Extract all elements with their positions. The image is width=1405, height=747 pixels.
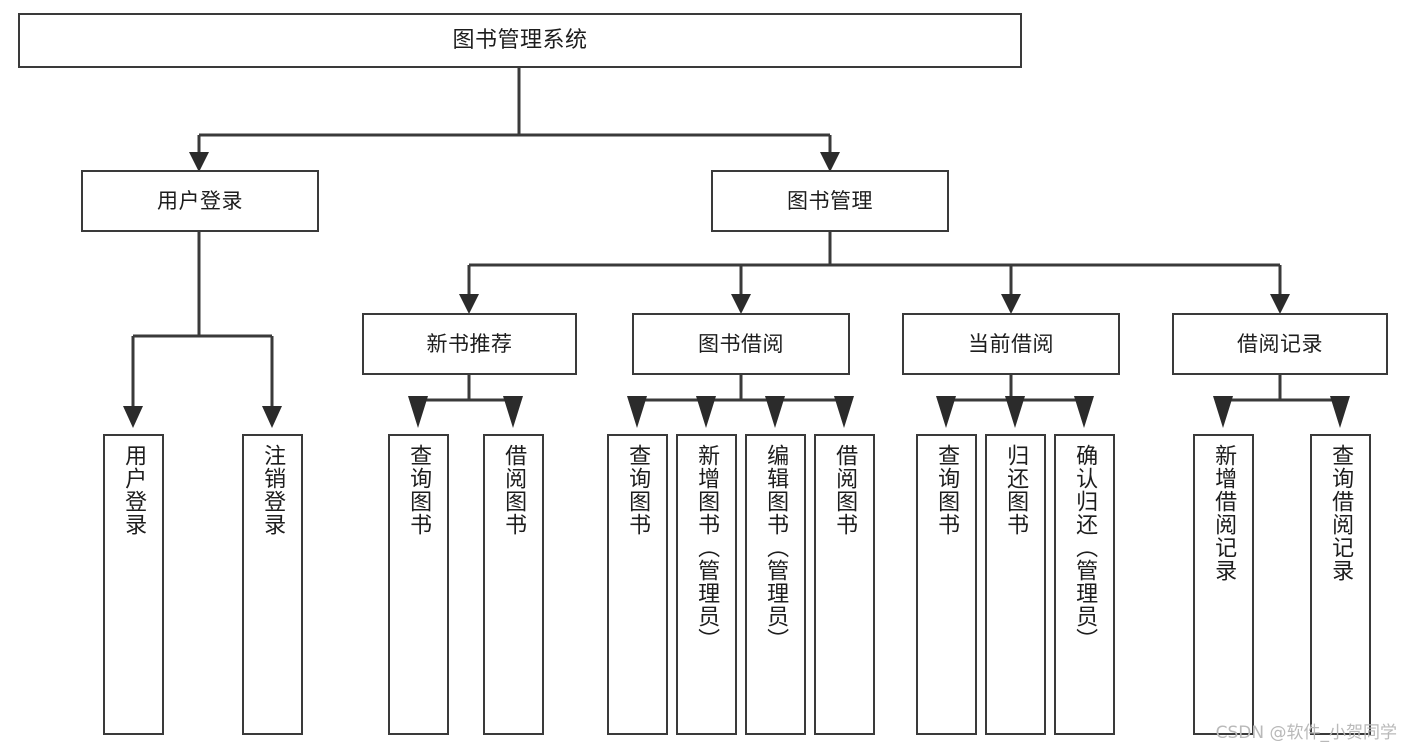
arrow-to-current <box>1001 294 1021 314</box>
arrow-borrow-leaf1 <box>627 396 647 428</box>
node-label: 图书借阅 <box>698 331 784 356</box>
arrow-user-login-leaf2 <box>262 406 282 428</box>
arrow-current-leaf3 <box>1074 396 1094 428</box>
arrow-borrow-leaf3 <box>765 396 785 428</box>
arrow-to-record <box>1270 294 1290 314</box>
node-book-management[interactable]: 图书管理 <box>711 170 949 232</box>
leaf-new-book-borrow[interactable]: 借阅图书 <box>483 434 544 735</box>
arrow-record-leaf1 <box>1213 396 1233 428</box>
leaf-new-book-query[interactable]: 查询图书 <box>388 434 449 735</box>
arrow-to-book-mgmt <box>820 152 840 172</box>
arrow-borrow-leaf2 <box>696 396 716 428</box>
leaf-borrow-add-book-admin[interactable]: 新增图书（管理员） <box>676 434 737 735</box>
node-new-book-recommend[interactable]: 新书推荐 <box>362 313 577 375</box>
node-label: 查询借阅记录 <box>1328 444 1354 582</box>
node-borrow-record[interactable]: 借阅记录 <box>1172 313 1388 375</box>
node-current-borrow[interactable]: 当前借阅 <box>902 313 1120 375</box>
arrow-new-book-leaf2 <box>503 396 523 428</box>
leaf-current-query-book[interactable]: 查询图书 <box>916 434 977 735</box>
leaf-user-login-signin[interactable]: 用户登录 <box>103 434 164 735</box>
arrow-record-leaf2 <box>1330 396 1350 428</box>
arrow-new-book-leaf1 <box>408 396 428 428</box>
node-label: 查询图书 <box>406 444 432 536</box>
leaf-user-login-signout[interactable]: 注销登录 <box>242 434 303 735</box>
leaf-current-confirm-return-admin[interactable]: 确认归还（管理员） <box>1054 434 1115 735</box>
arrow-current-leaf1 <box>936 396 956 428</box>
node-label: 编辑图书（管理员） <box>763 444 789 651</box>
leaf-borrow-query-book[interactable]: 查询图书 <box>607 434 668 735</box>
node-label: 新增借阅记录 <box>1211 444 1237 582</box>
node-label: 注销登录 <box>260 444 286 536</box>
leaf-record-query-record[interactable]: 查询借阅记录 <box>1310 434 1371 735</box>
node-label: 归还图书 <box>1003 444 1029 536</box>
node-user-login[interactable]: 用户登录 <box>81 170 319 232</box>
leaf-current-return-book[interactable]: 归还图书 <box>985 434 1046 735</box>
node-label: 借阅记录 <box>1237 331 1323 356</box>
arrow-user-login-leaf1 <box>123 406 143 428</box>
leaf-borrow-borrow-book[interactable]: 借阅图书 <box>814 434 875 735</box>
arrow-to-user-login <box>189 152 209 172</box>
leaf-record-add-record[interactable]: 新增借阅记录 <box>1193 434 1254 735</box>
watermark-text: CSDN @软件_小贺同学 <box>1215 723 1397 743</box>
node-label: 查询图书 <box>625 444 651 536</box>
node-label: 图书管理系统 <box>452 27 588 53</box>
node-label: 用户登录 <box>121 444 147 536</box>
arrow-to-new-book <box>459 294 479 314</box>
node-label: 新书推荐 <box>426 331 513 356</box>
arrow-to-borrow <box>731 294 751 314</box>
node-label: 借阅图书 <box>501 444 527 536</box>
arrow-borrow-leaf4 <box>834 396 854 428</box>
node-label: 新增图书（管理员） <box>694 444 720 651</box>
node-label: 借阅图书 <box>832 444 858 536</box>
node-label: 用户登录 <box>157 188 243 213</box>
node-book-borrow[interactable]: 图书借阅 <box>632 313 850 375</box>
node-label: 图书管理 <box>787 188 873 213</box>
arrow-current-leaf2 <box>1005 396 1025 428</box>
leaf-borrow-edit-book-admin[interactable]: 编辑图书（管理员） <box>745 434 806 735</box>
node-label: 查询图书 <box>934 444 960 536</box>
node-label: 确认归还（管理员） <box>1072 444 1098 651</box>
node-root-system[interactable]: 图书管理系统 <box>18 13 1022 68</box>
node-label: 当前借阅 <box>968 331 1054 356</box>
